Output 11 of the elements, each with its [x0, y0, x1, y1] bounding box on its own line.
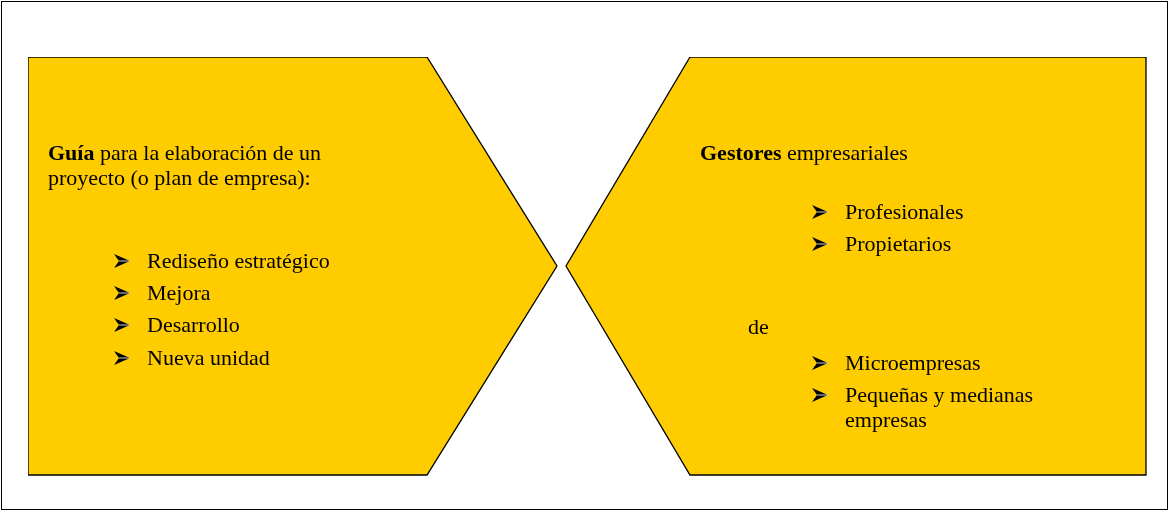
heading-text: Guía para la elaboración de un proyecto (o plan de empresa):: [48, 140, 323, 190]
list-item: Mejora: [147, 280, 212, 305]
list-item: Microempresas: [845, 350, 982, 375]
connector-word: de: [748, 314, 770, 339]
heading-text: Gestores empresariales: [700, 140, 909, 165]
list-item: Profesionales: [845, 199, 965, 224]
list-item: Nueva unidad: [147, 345, 271, 370]
list-item: Desarrollo: [147, 312, 241, 337]
list-item: Pequeñas y medianas empresas: [845, 382, 1035, 432]
list-item: Propietarios: [845, 231, 953, 256]
list-item: Rediseño estratégico: [147, 248, 331, 273]
